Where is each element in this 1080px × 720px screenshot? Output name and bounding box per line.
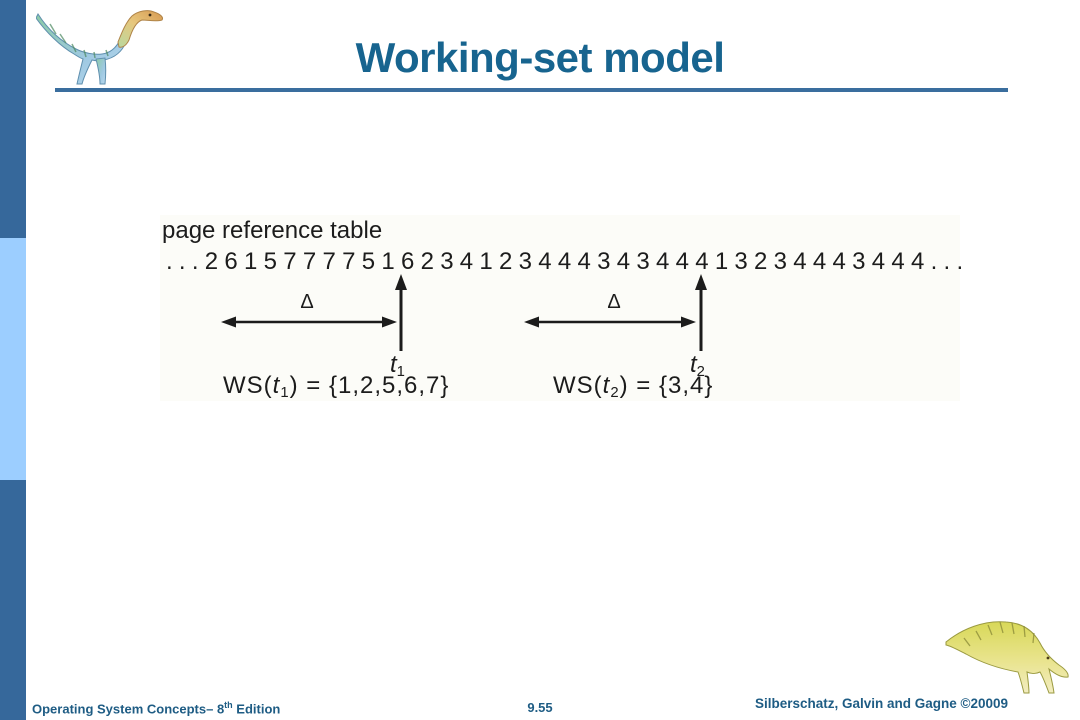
time-marker-head-1 [395, 274, 407, 290]
delta-arrow-2-right-head [681, 316, 696, 328]
page-number: 9.55 [527, 700, 553, 715]
delta-arrow-1-left-head [221, 316, 236, 328]
sidebar-bar-middle [0, 238, 26, 480]
window-arrows [221, 274, 707, 351]
dino-eye [1046, 656, 1050, 660]
slide-title: Working-set model [355, 34, 725, 81]
dino-body [945, 621, 1069, 694]
footer-credit: Silberschatz, Galvin and Gagne ©20009 [754, 696, 1008, 711]
dino-stripes [49, 23, 109, 59]
dinosaur-logo-icon [944, 612, 1080, 694]
working-set-1: WS(t1) = {1,2,5,6,7} [223, 372, 450, 402]
delta-arrow-1-right-head [382, 316, 397, 328]
time-marker-head-2 [695, 274, 707, 290]
dino-leg [95, 57, 107, 85]
dino-neck-head [117, 10, 163, 48]
working-set-figure: page reference table . . . 2 6 1 5 7 7 7… [160, 215, 963, 402]
sidebar-bar-top [0, 0, 26, 238]
title-underline [55, 88, 1008, 92]
figure-label: page reference table [162, 217, 383, 244]
page-reference-sequence: . . . 2 6 1 5 7 7 7 7 5 1 6 2 3 4 1 2 3 … [166, 248, 963, 275]
sidebar-bar-bottom [0, 480, 26, 720]
dino-back-ridge [963, 621, 1035, 647]
dinosaur-logo-icon [35, 6, 170, 88]
delta-label-2: Δ [607, 291, 621, 313]
dino-eye [148, 13, 152, 17]
footer-book-title: Operating System Concepts– 8th Edition [32, 700, 281, 717]
time-label-t1: t1 [390, 351, 405, 381]
working-set-2: WS(t2) = {3,4} [553, 372, 714, 402]
delta-label-1: Δ [300, 291, 314, 313]
time-label-t2: t2 [690, 351, 705, 381]
delta-arrow-2-left-head [524, 316, 539, 328]
